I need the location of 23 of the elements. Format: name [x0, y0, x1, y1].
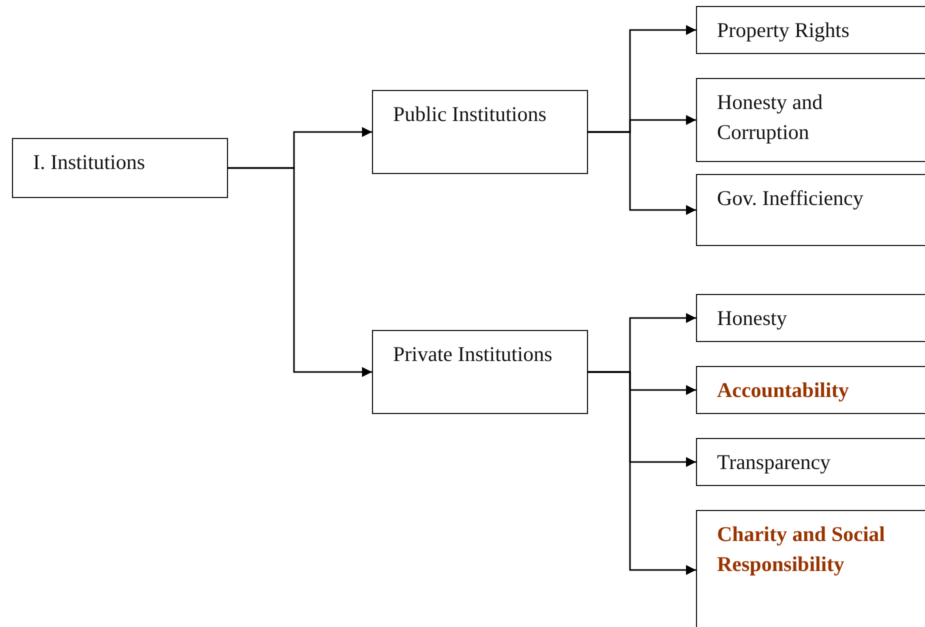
node-label: Honesty and Corruption [717, 89, 824, 146]
node-label: Private Institutions [393, 341, 552, 368]
node-label: Property Rights [717, 17, 850, 44]
text-box [372, 90, 588, 174]
node-label: I. Institutions [33, 149, 146, 176]
text-box [696, 366, 925, 414]
text-box [372, 330, 588, 414]
node-label: Gov. Inefficiency [717, 185, 864, 212]
node-label: Transparency [717, 449, 831, 476]
text-box [12, 138, 228, 198]
text-box [696, 510, 925, 627]
node-label: Accountability [717, 377, 849, 404]
text-box [696, 294, 925, 342]
node-label: Public Institutions [393, 101, 546, 128]
text-box [696, 174, 925, 246]
arrow [588, 371, 696, 575]
arrow [228, 167, 372, 377]
text-box [696, 6, 925, 54]
node-label: Honesty [717, 305, 787, 332]
node-label: Charity and Social Responsibility [717, 521, 886, 578]
text-box [696, 438, 925, 486]
arrow [588, 131, 696, 215]
text-box [696, 78, 925, 162]
